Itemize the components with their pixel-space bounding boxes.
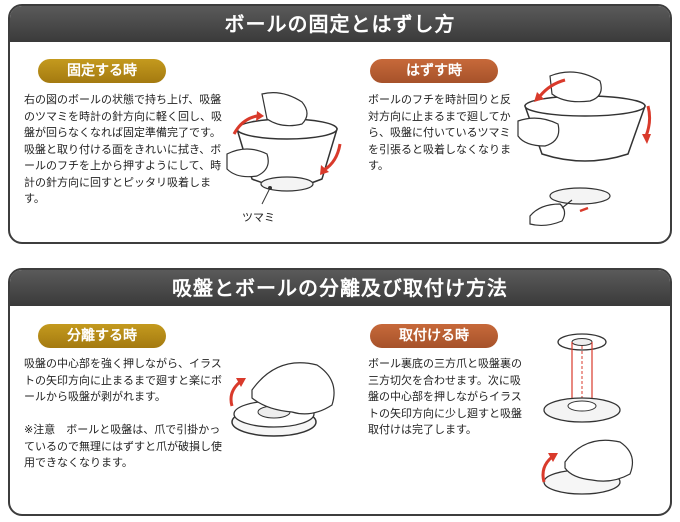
attach-tab: 取付ける時 — [370, 324, 498, 348]
separate-tab: 分離する時 — [38, 324, 166, 348]
separate-illustration — [229, 362, 335, 437]
fix-remove-panel: ボールの固定とはずし方 固定する時 右の図のボールの状態で持ち上げ、吸盤のツマミ… — [8, 4, 672, 244]
knob-caption: ツマミ — [242, 211, 275, 224]
fix-illustration — [226, 92, 342, 205]
remove-tab: はずす時 — [370, 59, 498, 83]
separate-instructions: 吸盤の中心部を強く押しながら、イラストの矢印方向に止まるまで廻すと楽にボールから… — [24, 357, 222, 403]
separate-note: ※注意 ボールと吸盤は、爪で引掛かっているので無理にはずすと爪が破損し使用できな… — [24, 423, 222, 469]
fix-tab: 固定する時 — [38, 59, 166, 83]
section1-title: ボールの固定とはずし方 — [10, 6, 670, 42]
fix-instructions: 右の図のボールの状態で持ち上げ、吸盤のツマミを時計の針方向に軽く回し、吸盤が回ら… — [24, 93, 222, 205]
attach-illustration — [541, 333, 633, 495]
separate-attach-panel: 吸盤とボールの分離及び取付け方法 分離する時 吸盤の中心部を強く押しながら、イラ… — [8, 268, 672, 516]
remove-instructions: ボールのフチを時計回りと反対方向に止まるまで廻してから、吸盤に付いているツマミを… — [368, 93, 511, 172]
section2-title: 吸盤とボールの分離及び取付け方法 — [10, 270, 670, 306]
remove-illustration — [517, 71, 652, 227]
attach-instructions: ボール裏底の三方爪と吸盤裏の三方切欠を合わせます。次に吸盤の中心部を押しながらイ… — [368, 357, 522, 436]
